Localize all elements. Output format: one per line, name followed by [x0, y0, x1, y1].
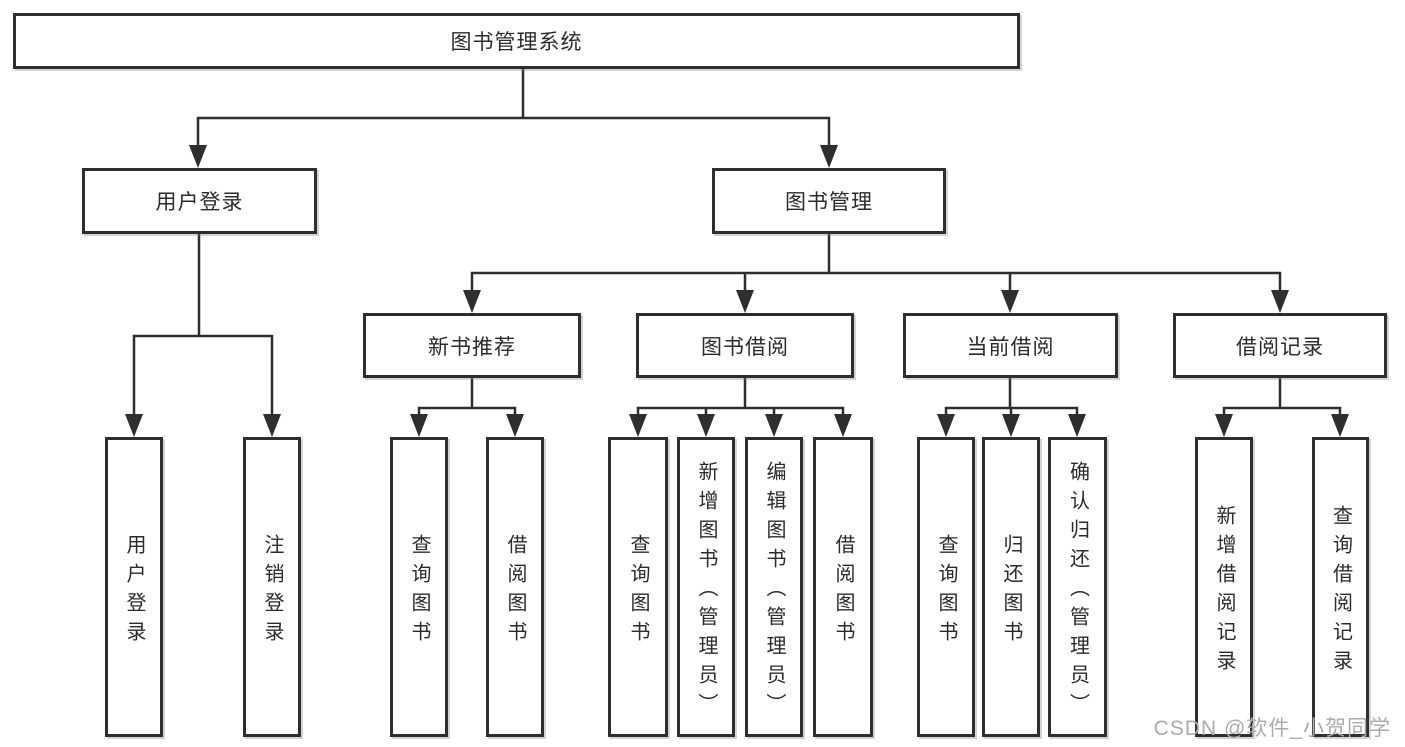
node-book-management: 图书管理	[712, 168, 946, 234]
node-borrow-records: 借阅记录	[1173, 313, 1387, 378]
leaf-user-login: 用户登录	[105, 437, 163, 737]
leaf-cb-confirm-return-admin: 确认归还（管理员）	[1048, 437, 1107, 737]
leaf-bb-borrow-books: 借阅图书	[813, 437, 873, 737]
leaf-bb-add-books-admin: 新增图书（管理员）	[677, 437, 735, 737]
node-new-book-recommend: 新书推荐	[363, 313, 581, 378]
node-user-login-group: 用户登录	[82, 168, 317, 234]
node-book-borrow: 图书借阅	[636, 313, 854, 378]
leaf-bb-query-books: 查询图书	[608, 437, 668, 737]
leaf-logout: 注销登录	[243, 437, 301, 737]
leaf-nbr-borrow-books: 借阅图书	[486, 437, 544, 737]
leaf-br-query-record: 查询借阅记录	[1312, 437, 1369, 737]
leaf-br-add-record: 新增借阅记录	[1195, 437, 1253, 737]
node-root: 图书管理系统	[13, 13, 1020, 69]
leaf-nbr-query-books: 查询图书	[390, 437, 448, 737]
leaf-cb-return-books: 归还图书	[982, 437, 1040, 737]
csdn-watermark: CSDN @软件_小贺同学	[1153, 717, 1391, 740]
leaf-bb-edit-books-admin: 编辑图书（管理员）	[745, 437, 803, 737]
node-current-borrow: 当前借阅	[903, 313, 1118, 378]
leaf-cb-query-books: 查询图书	[917, 437, 975, 737]
